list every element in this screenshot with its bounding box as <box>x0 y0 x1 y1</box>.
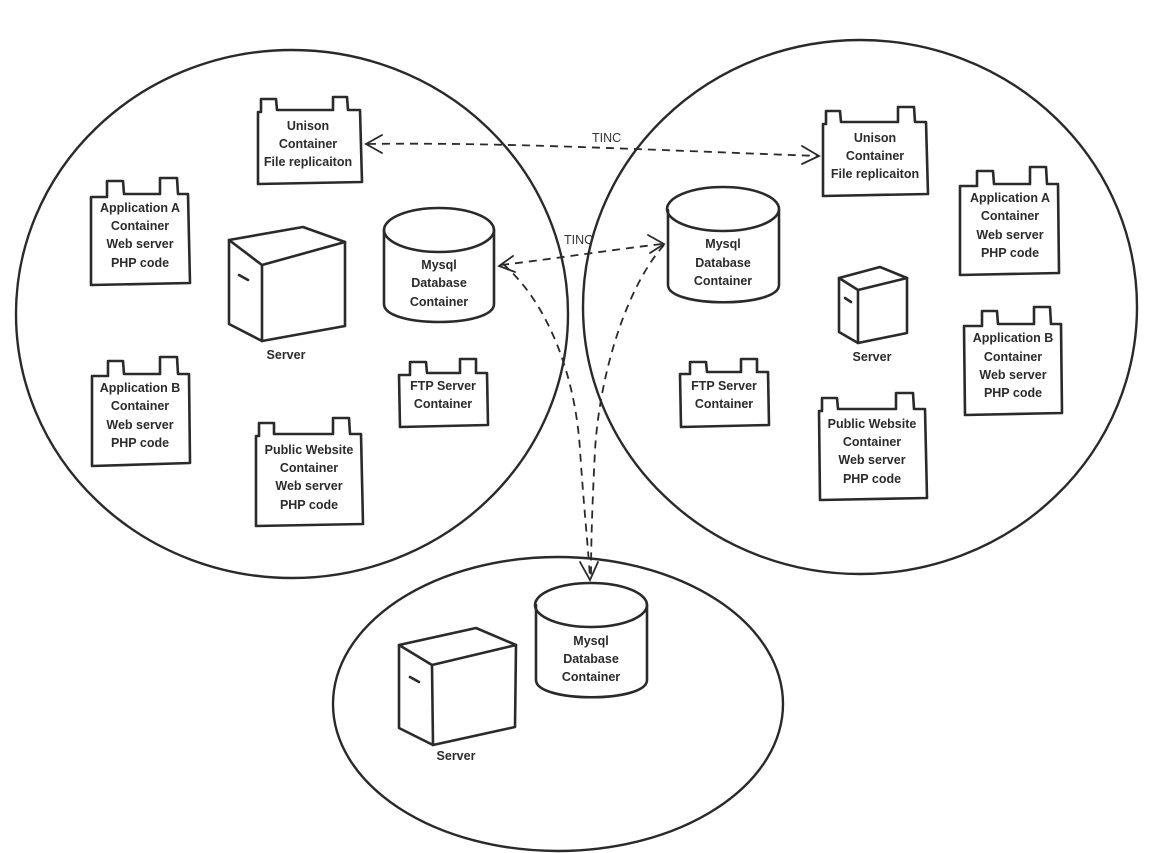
tinc-label: TINC <box>564 233 593 247</box>
server-label: Server <box>853 350 892 364</box>
container-text: Container <box>111 219 169 233</box>
right-ftp-container: FTP Server Container <box>678 357 771 429</box>
mysql-right-to-bottom-link <box>590 244 665 579</box>
container-text: Container <box>280 461 338 475</box>
right-server: Server <box>837 265 909 364</box>
right-app-a-container: Application A Container Web server PHP c… <box>958 165 1061 277</box>
container-text: Container <box>414 397 472 411</box>
left-app-b-container: Application B Container Web server PHP c… <box>90 355 192 468</box>
container-text: Public Website <box>265 443 354 457</box>
container-text: Container <box>279 137 337 151</box>
bottom-server: Server <box>397 626 518 763</box>
container-text: Web server <box>979 368 1046 382</box>
container-text: Application B <box>100 381 181 395</box>
database-text: Mysql <box>421 258 456 272</box>
container-text: PHP code <box>981 246 1039 260</box>
container-text: Public Website <box>828 417 917 431</box>
container-text: Application A <box>100 201 180 215</box>
container-text: Web server <box>106 418 173 432</box>
mysql-tinc-link: TINC <box>497 233 666 273</box>
tinc-label: TINC <box>592 131 621 145</box>
right-mysql-database: Mysql Database Container <box>665 185 781 304</box>
container-text: PHP code <box>280 498 338 512</box>
mysql-left-to-bottom-link <box>502 263 599 583</box>
container-text: Unison <box>287 119 329 133</box>
container-text: Web server <box>275 479 342 493</box>
server-label: Server <box>267 348 306 362</box>
left-unison-container: Unison Container File replicaiton <box>256 95 364 186</box>
database-text: Container <box>410 295 468 309</box>
right-app-b-container: Application B Container Web server PHP c… <box>962 305 1064 417</box>
server-label: Server <box>437 749 476 763</box>
bottom-mysql-database: Mysql Database Container <box>533 581 649 699</box>
container-text: Container <box>843 435 901 449</box>
container-text: Web server <box>976 228 1043 242</box>
container-text: File replicaiton <box>831 167 919 181</box>
left-mysql-database: Mysql Database Container <box>382 206 496 324</box>
container-text: Web server <box>106 237 173 251</box>
database-text: Database <box>563 652 619 666</box>
container-text: Application B <box>973 331 1054 345</box>
container-text: File replicaiton <box>264 155 352 169</box>
container-text: Web server <box>838 453 905 467</box>
right-public-website-container: Public Website Container Web server PHP … <box>817 391 929 502</box>
container-text: Container <box>981 209 1039 223</box>
database-text: Database <box>411 276 467 290</box>
server-icon <box>397 626 518 747</box>
left-server: Server <box>227 225 347 362</box>
database-text: Mysql <box>573 634 608 648</box>
right-unison-container: Unison Container File replicaiton <box>821 105 930 198</box>
unison-tinc-link: TINC <box>364 131 821 165</box>
database-text: Container <box>694 274 752 288</box>
container-text: Application A <box>970 191 1050 205</box>
host-zone-bottom <box>331 555 785 853</box>
database-text: Database <box>695 256 751 270</box>
database-text: Container <box>562 670 620 684</box>
container-text: PHP code <box>843 472 901 486</box>
container-text: PHP code <box>111 436 169 450</box>
container-text: FTP Server <box>691 379 757 393</box>
container-text: PHP code <box>984 386 1042 400</box>
container-text: FTP Server <box>410 379 476 393</box>
database-text: Mysql <box>705 237 740 251</box>
left-public-website-container: Public Website Container Web server PHP … <box>254 416 365 528</box>
container-text: PHP code <box>111 256 169 270</box>
left-app-a-container: Application A Container Web server PHP c… <box>89 176 192 287</box>
container-text: Container <box>846 149 904 163</box>
host-zone-left <box>14 48 570 580</box>
container-text: Container <box>984 350 1042 364</box>
container-text: Container <box>111 399 169 413</box>
server-icon <box>837 265 909 345</box>
server-icon <box>227 225 347 343</box>
left-ftp-container: FTP Server Container <box>397 357 490 429</box>
host-zone-right <box>581 38 1139 576</box>
container-text: Unison <box>854 131 896 145</box>
container-text: Container <box>695 397 753 411</box>
